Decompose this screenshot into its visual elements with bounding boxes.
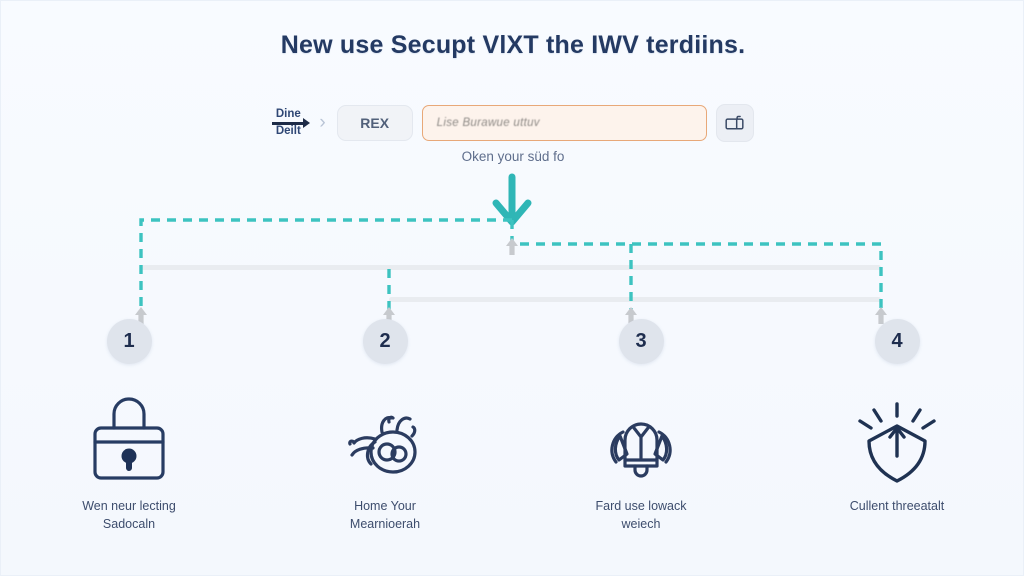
step-item[interactable]: 4 Cullent threeatalt <box>769 319 1024 534</box>
step-icon-slot <box>591 392 691 488</box>
page-title: New use Secupt VlXT the IWV terdiins. <box>280 31 746 59</box>
flow-connectors <box>135 173 887 324</box>
step-number-badge: 1 <box>106 319 152 364</box>
step-icon-slot <box>79 392 179 488</box>
chevron-right-icon: › <box>319 112 326 133</box>
stepper-top-label: Dine <box>275 107 301 120</box>
step-caption: Wen neur lecting Sadocaln <box>82 499 176 531</box>
step-caption: Fard use lowack weiech <box>595 499 687 531</box>
rex-chip-button[interactable]: REX <box>336 105 413 141</box>
shield-alert-icon <box>858 402 936 483</box>
search-input-value: Lise Burawue uttuv <box>436 117 540 129</box>
search-input[interactable]: Lise Burawue uttuv <box>421 105 707 141</box>
padlock-icon <box>93 397 165 480</box>
step-item[interactable]: 3 Fard use lowack weiech <box>513 319 769 534</box>
step-caption: Cullent threeatalt <box>849 499 945 513</box>
step-number-badge: 4 <box>874 319 920 364</box>
stepper-indicator: Dine Deilt <box>272 107 311 137</box>
step-item[interactable]: 1 Wen neur lecting Sadocaln <box>1 319 257 534</box>
briefcase-icon <box>725 115 744 129</box>
connector-markers <box>135 238 887 324</box>
bug-malware-icon <box>348 415 417 474</box>
alarm-bell-icon <box>610 422 672 478</box>
toolbar-subcaption: Oken your süd fo <box>461 149 565 164</box>
step-icon-slot <box>847 392 947 488</box>
briefcase-icon-button[interactable] <box>715 104 754 142</box>
rail-lines <box>141 265 881 302</box>
step-number-badge: 3 <box>618 319 664 364</box>
stepper-bottom-label: Deilt <box>275 124 301 137</box>
step-caption: Home Your Mearnioerah <box>349 499 421 531</box>
step-icon-slot <box>335 392 435 488</box>
main-down-arrow-icon <box>492 173 532 226</box>
arrow-right-icon <box>272 118 311 128</box>
step-item[interactable]: 2 Home Your Mearnioerah <box>257 319 513 534</box>
step-number-badge: 2 <box>362 319 408 364</box>
toolbar: Dine Deilt › REX Lise Burawue uttuv <box>1 101 1024 145</box>
steps-row: 1 Wen neur lecting Sadocaln 2 <box>1 319 1024 534</box>
